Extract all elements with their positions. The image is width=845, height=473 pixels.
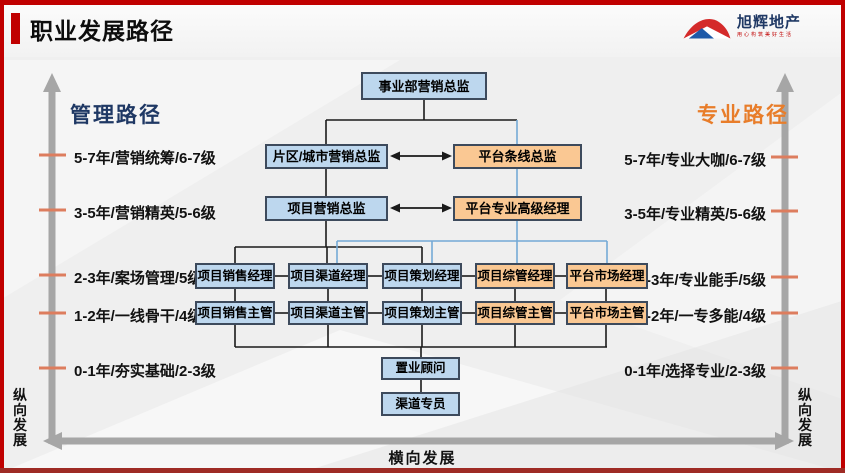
left-level-1: 5-7年/营销统筹/6-7级 (74, 150, 216, 167)
horizontal-axis-label: 横向发展 (388, 450, 457, 467)
company-logo: 旭辉地产 用心构筑美好生活 (681, 14, 831, 50)
node-district-city-marketing-director: 片区/城市营销总监 (265, 144, 388, 169)
node-project-marketing-director: 项目营销总监 (265, 196, 388, 221)
left-level-4: 1-2年/一线骨干/4级 (74, 308, 203, 325)
frame-border-bottom (0, 468, 845, 473)
frame-border-left (0, 0, 4, 473)
mountain-logo-icon (683, 18, 731, 39)
axis-ticks (39, 153, 798, 370)
axis-arrowheads (43, 73, 794, 450)
node-project-admin-supervisor: 项目综管主管 (475, 301, 555, 325)
node-platform-market-supervisor: 平台市场主管 (566, 301, 648, 325)
right-level-2: 3-5年/专业精英/5-6级 (624, 206, 766, 223)
node-project-planning-supervisor: 项目策划主管 (382, 301, 462, 325)
vertical-axis-label-left: 纵向发展 (13, 387, 27, 448)
right-level-5: 0-1年/选择专业/2-3级 (624, 363, 766, 380)
right-level-1: 5-7年/专业大咖/6-7级 (624, 152, 766, 169)
node-division-marketing-director: 事业部营销总监 (361, 72, 487, 100)
right-level-3: 2-3年/专业能手/5级 (637, 272, 766, 289)
right-level-4: 1-2年/一专多能/4级 (637, 308, 766, 325)
bg-facet (0, 60, 400, 300)
node-property-consultant: 置业顾问 (381, 357, 460, 380)
node-project-sales-supervisor: 项目销售主管 (195, 301, 275, 325)
page-title: 职业发展路径 (30, 18, 174, 44)
node-platform-market-manager: 平台市场经理 (566, 263, 648, 289)
logo-tagline: 用心构筑美好生活 (737, 32, 794, 38)
double-arrow-director (390, 151, 452, 161)
axes (48, 90, 789, 445)
double-arrow-manager (390, 203, 452, 213)
left-level-5: 0-1年/夯实基础/2-3级 (74, 363, 216, 380)
node-project-channel-manager: 项目渠道经理 (288, 263, 368, 289)
left-level-2: 3-5年/营销精英/5-6级 (74, 205, 216, 222)
title-accent-bar (11, 13, 20, 44)
vertical-axis-label-right: 纵向发展 (798, 387, 812, 448)
left-level-3: 2-3年/案场管理/5级 (74, 270, 203, 287)
node-project-planning-manager: 项目策划经理 (382, 263, 462, 289)
management-tree-lines (234, 100, 607, 392)
frame-border-top (0, 0, 845, 5)
node-platform-line-director: 平台条线总监 (453, 144, 582, 169)
bg-facet (300, 300, 845, 473)
node-project-channel-supervisor: 项目渠道主管 (288, 301, 368, 325)
logo-name: 旭辉地产 (737, 14, 802, 31)
platform-tree-lines (336, 120, 608, 263)
node-project-sales-manager: 项目销售经理 (195, 263, 275, 289)
node-platform-senior-manager: 平台专业高级经理 (453, 196, 582, 221)
management-path-header: 管理路径 (70, 104, 162, 127)
node-channel-specialist: 渠道专员 (381, 392, 460, 416)
professional-path-header: 专业路径 (697, 104, 789, 127)
node-project-admin-manager: 项目综管经理 (475, 263, 555, 289)
frame-border-right (841, 0, 845, 473)
